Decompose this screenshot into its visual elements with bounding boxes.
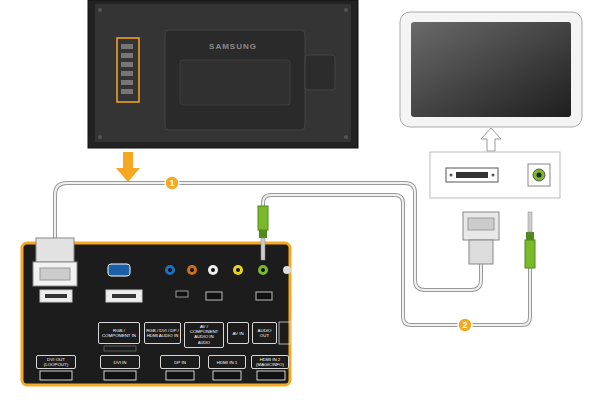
screw xyxy=(344,135,348,139)
audio-jack-hole xyxy=(261,268,265,272)
rear-port xyxy=(121,71,133,76)
audio-jack xyxy=(533,169,545,181)
screw xyxy=(98,135,102,139)
port-label: AUDIO OUT xyxy=(252,322,277,344)
callout-number: 1 xyxy=(165,176,179,190)
port-outline xyxy=(166,371,194,380)
rear-port xyxy=(121,53,133,58)
audio-jack-hole xyxy=(168,268,172,272)
port-label-text: RGB / DVI / DP / HDMI AUDIO IN xyxy=(146,328,179,338)
rear-port xyxy=(121,44,133,49)
port-label-text: HDMI IN 1 xyxy=(217,360,238,365)
monitor-frame xyxy=(400,12,582,127)
port-outline xyxy=(104,346,136,351)
port-outline xyxy=(104,371,136,380)
port-label: HDMI IN 2 (MAGICINFO) xyxy=(251,355,289,369)
rear-port xyxy=(121,80,133,85)
rear-housing xyxy=(165,30,305,130)
callout-number: 2 xyxy=(458,318,472,332)
port-label: DVI OUT (LOOPOUT) xyxy=(36,355,76,369)
rear-port xyxy=(121,62,133,67)
dvi-port xyxy=(106,290,142,302)
audio-plug-cap xyxy=(259,230,267,238)
dvi-plug-pins xyxy=(40,268,70,280)
monitor-port-panel xyxy=(430,152,560,198)
audio-jack xyxy=(233,265,243,275)
callout-circle xyxy=(165,176,179,190)
audio-jack-hole xyxy=(190,268,194,272)
screw xyxy=(344,8,348,12)
dvi-plug xyxy=(469,240,493,264)
port-label: AV / COMPONENT AUDIO IN AUDIO xyxy=(184,322,224,348)
port-label: RGB / COMPONENT IN xyxy=(98,322,140,344)
audio-jack xyxy=(258,265,268,275)
port-label-text: AV / COMPONENT AUDIO IN xyxy=(186,324,222,339)
port-outline xyxy=(257,371,285,380)
port-label-text: HDMI IN 2 (MAGICINFO) xyxy=(253,357,287,367)
dvi-port-slot xyxy=(456,172,488,178)
screw xyxy=(450,174,453,177)
dvi-port xyxy=(40,290,72,302)
small-port xyxy=(176,291,188,297)
hdmi-port xyxy=(256,292,272,300)
audio-plug-cap xyxy=(526,232,534,240)
brand-logo: SAMSUNG xyxy=(196,40,270,52)
highlight-box xyxy=(117,38,139,102)
audio-cable xyxy=(263,195,530,325)
audio-cable-core xyxy=(263,195,530,325)
audio-jack-hole xyxy=(236,268,240,272)
port-label: AV IN xyxy=(227,322,249,344)
port-sublabel-text: AUDIO xyxy=(198,341,210,346)
audio-jack xyxy=(283,266,291,274)
rear-housing-recess xyxy=(180,60,290,105)
audio-jack xyxy=(208,265,218,275)
monitor-screen xyxy=(411,22,571,117)
port-label: DVI IN xyxy=(100,355,140,369)
audio-jack-hole xyxy=(211,268,215,272)
audio-plug xyxy=(525,240,535,268)
audio-jack xyxy=(165,265,175,275)
display-rear-panel xyxy=(95,4,351,142)
audio-jack xyxy=(187,265,197,275)
rear-plate xyxy=(305,55,335,90)
port-outline xyxy=(40,371,72,380)
port-label: DP IN xyxy=(160,355,200,369)
connector-panel xyxy=(22,243,290,385)
audio-plug-tip xyxy=(528,212,532,232)
dvi-cable-core xyxy=(55,183,481,290)
port-label-text: RGB / COMPONENT IN xyxy=(100,328,138,338)
dvi-plug-pins xyxy=(468,218,494,230)
hdmi-port xyxy=(206,292,222,300)
dvi-port xyxy=(446,168,498,182)
display-rear xyxy=(88,0,358,148)
vga-port xyxy=(108,264,130,276)
dvi-plug xyxy=(36,238,74,262)
port-label-text: AV IN xyxy=(232,331,243,336)
audio-jack-hole xyxy=(537,173,542,178)
dvi-port-slot xyxy=(112,294,136,298)
port-label-text: DP IN xyxy=(174,360,186,365)
callout-circle xyxy=(458,318,472,332)
up-arrow xyxy=(481,128,501,151)
port-label: HDMI IN 1 xyxy=(208,355,246,369)
screw xyxy=(492,174,495,177)
zoom-arrow xyxy=(116,152,140,182)
audio-port-frame xyxy=(528,164,550,186)
port-label-text: AUDIO OUT xyxy=(254,328,275,338)
screw xyxy=(98,8,102,12)
port-label-text: DVI OUT (LOOPOUT) xyxy=(38,357,74,367)
dvi-port-slot xyxy=(45,294,67,298)
port-outline xyxy=(213,371,241,380)
dvi-cable xyxy=(55,183,481,290)
port-label-text: DVI IN xyxy=(114,360,127,365)
dvi-plug-head xyxy=(463,212,499,240)
audio-plug-tip xyxy=(261,238,265,260)
audio-plug xyxy=(258,206,268,230)
dvi-plug-head xyxy=(33,262,77,286)
port-label: RGB / DVI / DP / HDMI AUDIO IN xyxy=(144,322,181,344)
rear-port xyxy=(121,89,133,94)
port-label-box xyxy=(279,322,291,344)
